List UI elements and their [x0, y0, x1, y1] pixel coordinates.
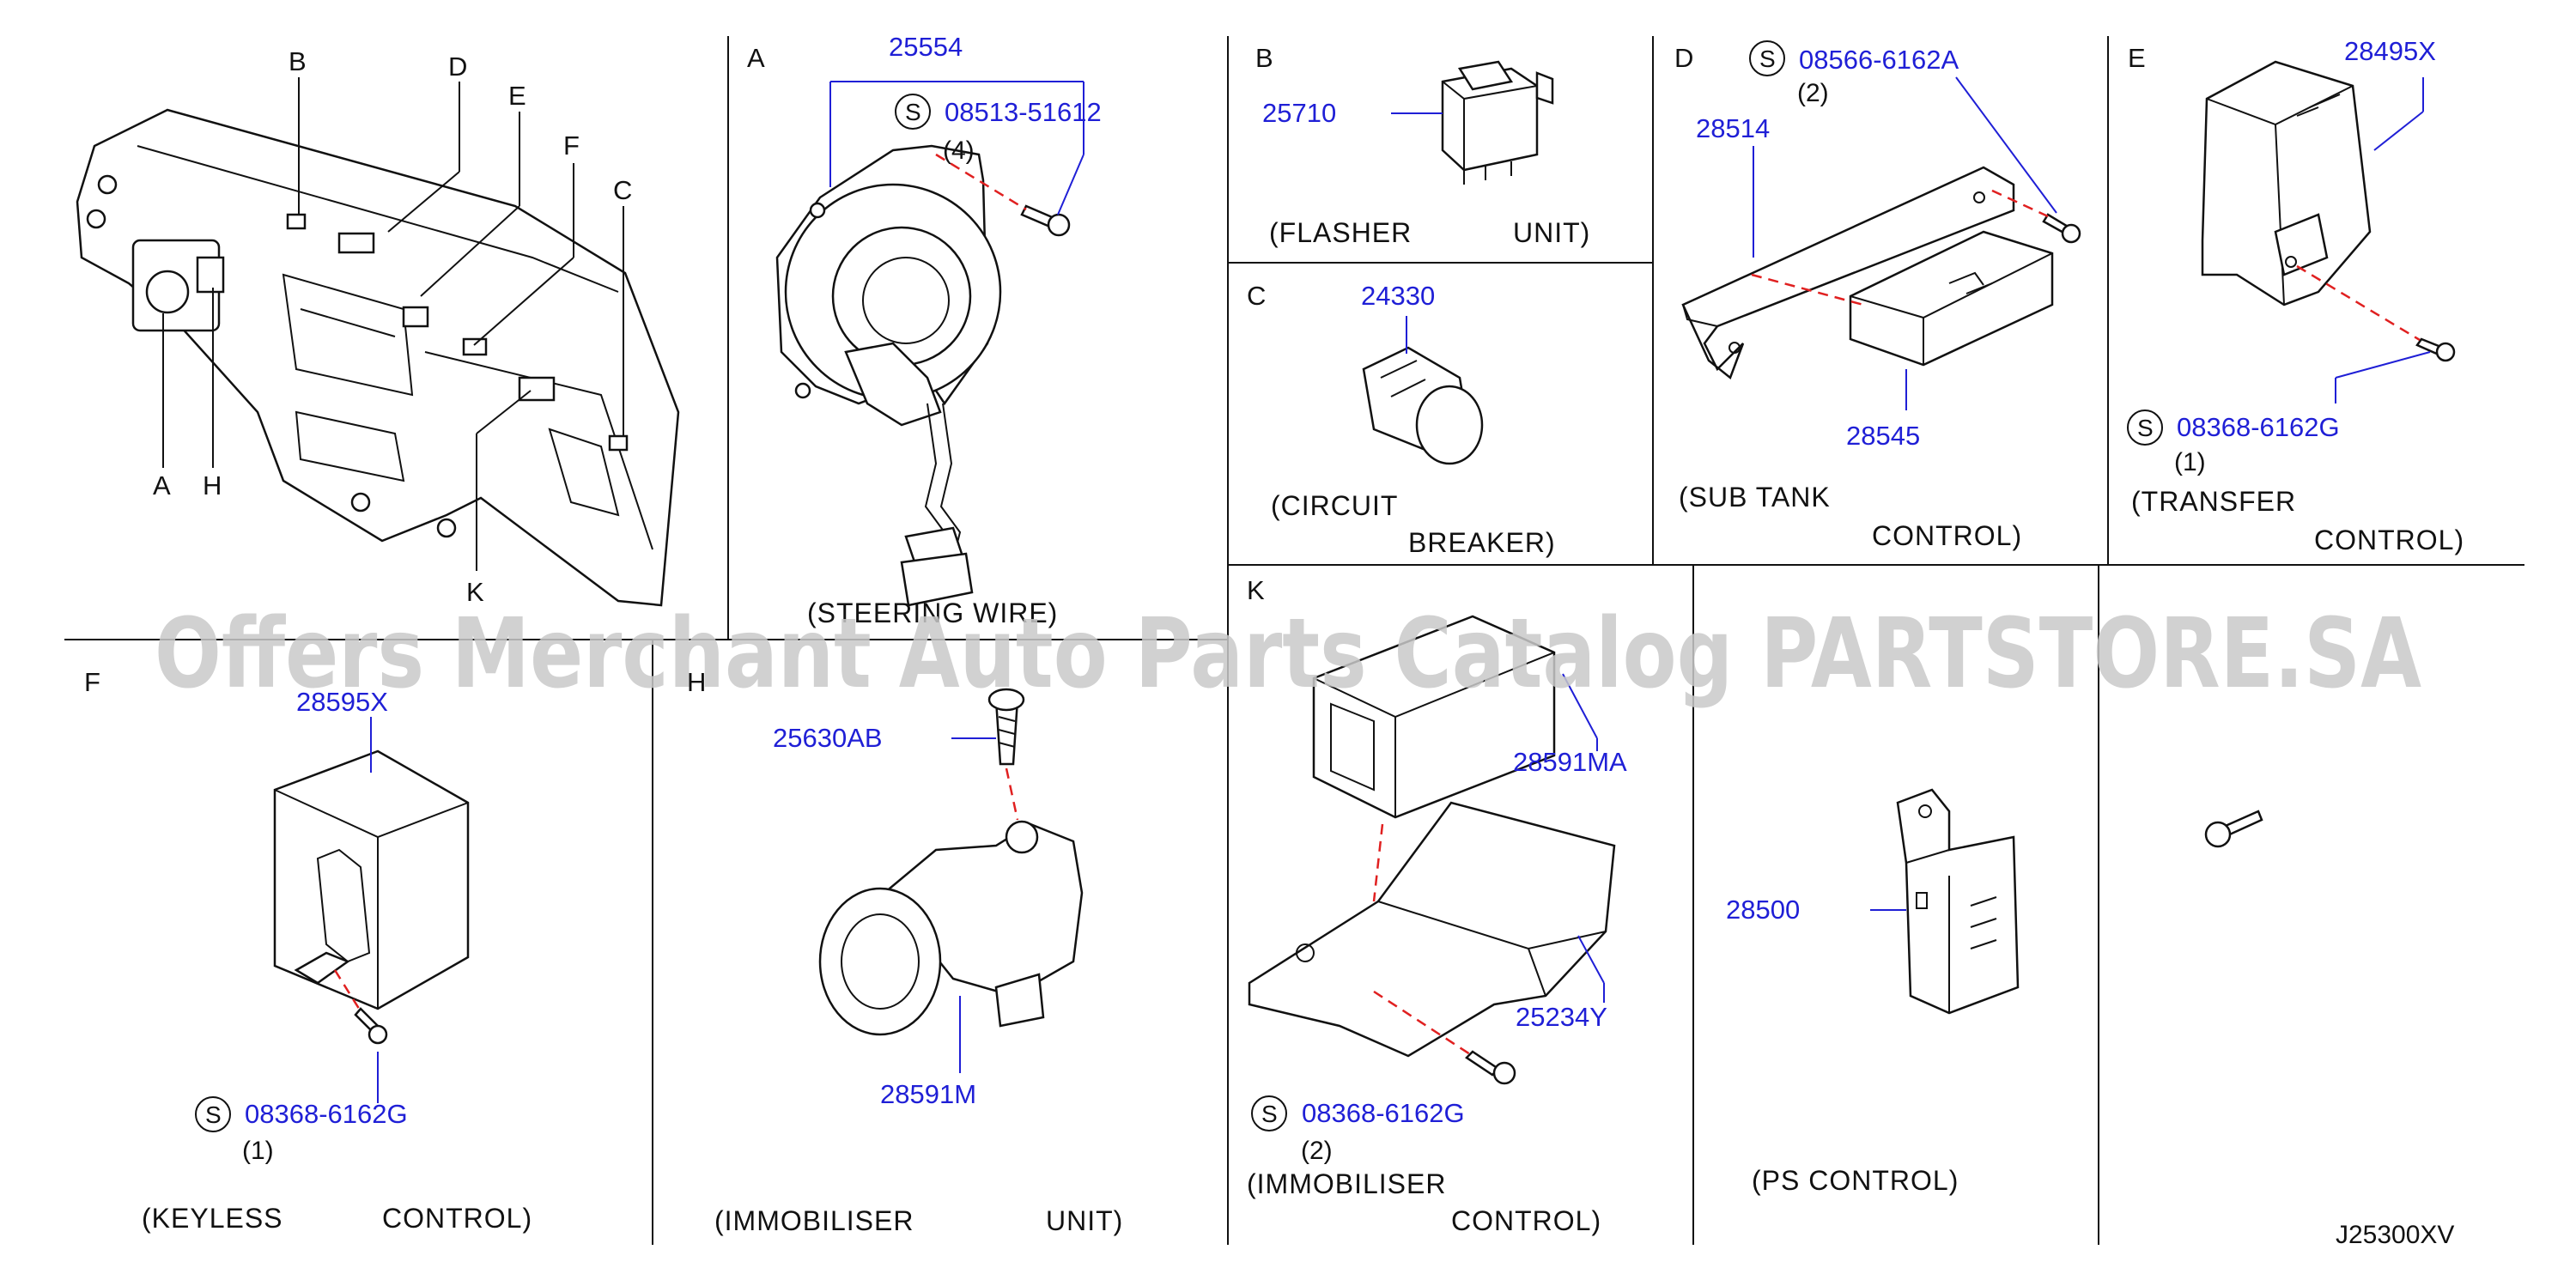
qty-e: (1) — [2174, 448, 2206, 476]
caption-flasher: (FLASHER — [1269, 217, 1412, 248]
section-letter-a: A — [747, 43, 765, 73]
ps-control-unit — [1896, 788, 2020, 1015]
section-letter-b: B — [1255, 43, 1273, 73]
part-number-25630AB[interactable]: 25630AB — [773, 723, 883, 753]
keyless-control-unit — [273, 749, 470, 1010]
overview-dashboard: B D E F C A H K — [76, 46, 680, 607]
steering-column-unit — [145, 270, 190, 314]
caption-keyless-control: CONTROL) — [382, 1203, 532, 1234]
caption-ps-control: (PS CONTROL) — [1752, 1165, 1959, 1196]
caption-sub-tank: (SUB TANK — [1679, 482, 1831, 513]
transfer-control-unit — [2201, 60, 2372, 306]
caption-immobiliser-control: CONTROL) — [1451, 1205, 1601, 1236]
caption-steering-wire: (STEERING WIRE) — [807, 598, 1058, 628]
breaker-cap — [1415, 385, 1484, 465]
immobiliser-overview — [196, 256, 225, 294]
overview-label-e: E — [508, 81, 526, 111]
qty-d: (2) — [1797, 79, 1829, 107]
caption-keyless: (KEYLESS — [142, 1203, 283, 1234]
section-d: D S 08566-6162A (2) 28514 28545 (SUB TAN… — [1674, 40, 2081, 551]
overview-label-a: A — [153, 470, 171, 500]
screw-08368-6162G-k — [1465, 1050, 1500, 1077]
flasher-unit-body — [1441, 67, 1539, 172]
steering-connector — [900, 552, 974, 607]
standard-symbol-s: S — [905, 99, 921, 125]
caption-breaker: BREAKER) — [1408, 527, 1556, 558]
caption-sub-tank-control: CONTROL) — [1872, 520, 2022, 551]
keyless-overview — [462, 337, 488, 356]
part-number-28514[interactable]: 28514 — [1696, 113, 1770, 143]
overview-label-d: D — [448, 52, 467, 82]
section-letter-e: E — [2128, 43, 2146, 73]
section-c: C 24330 (CIRCUIT BREAKER) — [1247, 281, 1556, 558]
part-number-08368-6162G-f[interactable]: 08368-6162G — [245, 1099, 408, 1129]
caption-immobiliser: (IMMOBILISER — [714, 1205, 914, 1236]
part-number-24330[interactable]: 24330 — [1361, 281, 1435, 311]
watermark-text: Offers Merchant Auto Parts Catalog PARTS… — [155, 598, 2421, 710]
standard-symbol-s: S — [205, 1101, 222, 1128]
part-number-28591M[interactable]: 28591M — [880, 1079, 976, 1109]
standard-part-symbol — [195, 1096, 231, 1132]
grid-lines — [64, 36, 2524, 1245]
standard-part-symbol — [1251, 1095, 1287, 1131]
section-e: E 28495X S 08368-6162G (1) (TRANSFER CON… — [2127, 36, 2464, 555]
section-letter-d: D — [1674, 43, 1693, 73]
subtank-overview — [337, 232, 375, 254]
part-number-28495X[interactable]: 28495X — [2344, 36, 2436, 66]
caption-transfer-control: CONTROL) — [2314, 525, 2464, 555]
section-h: H 25630AB 28591M (IMMOBILISER UNIT) — [687, 667, 1123, 1236]
section-letter-h: H — [687, 667, 706, 697]
standard-symbol-s: S — [2137, 415, 2154, 441]
qty-k: (2) — [1301, 1137, 1333, 1165]
part-number-08566-6162A[interactable]: 08566-6162A — [1799, 45, 1959, 75]
transfer-overview — [402, 306, 429, 328]
caption-circuit: (CIRCUIT — [1271, 490, 1398, 521]
breaker-overview — [608, 434, 629, 452]
standard-part-symbol — [895, 94, 931, 130]
section-f: F 28595X S 08368-6162G (1) (KEYLESS CONT… — [84, 667, 532, 1234]
sub-tank-control-unit — [1849, 230, 2054, 367]
part-number-25710[interactable]: 25710 — [1262, 98, 1336, 128]
section-a: A 25554 S 08513-51612 (4) (STEERING WIRE… — [747, 32, 1102, 628]
section-b: B 25710 (FLASHER UNIT) — [1255, 43, 1590, 248]
immobiliser-ring — [818, 887, 942, 1036]
part-number-28595X[interactable]: 28595X — [296, 687, 388, 717]
section-letter-f: F — [84, 667, 100, 697]
bracket-28514 — [1681, 166, 2015, 380]
overview-label-f: F — [563, 130, 580, 161]
caption-immobiliser-unit: UNIT) — [1046, 1205, 1123, 1236]
overview-label-k: K — [466, 577, 484, 607]
part-number-08368-6162G-e[interactable]: 08368-6162G — [2177, 412, 2340, 442]
flasher-overview — [286, 213, 307, 230]
caption-transfer: (TRANSFER — [2131, 486, 2296, 517]
part-number-25234Y[interactable]: 25234Y — [1516, 1002, 1607, 1032]
immob-control-overview — [518, 376, 556, 402]
qty-f: (1) — [242, 1137, 274, 1165]
standard-part-symbol — [2127, 410, 2163, 446]
part-number-28500[interactable]: 28500 — [1726, 895, 1800, 925]
section-letter-c: C — [1247, 281, 1266, 311]
section-ps: 28500 (PS CONTROL) — [1726, 788, 2020, 1196]
part-number-28591MA[interactable]: 28591MA — [1513, 747, 1627, 777]
dashboard-outline — [76, 108, 680, 607]
section-k: K 28591MA 25234Y S 08368-6162G (2) (IMMO… — [1247, 575, 1627, 1236]
overview-label-c: C — [613, 175, 632, 205]
overview-label-b: B — [289, 46, 307, 76]
part-number-08368-6162G-k[interactable]: 08368-6162G — [1302, 1098, 1465, 1128]
loose-screw — [2204, 810, 2263, 848]
standard-part-symbol — [1749, 40, 1785, 76]
part-number-28545[interactable]: 28545 — [1846, 421, 1920, 451]
standard-symbol-s: S — [1759, 46, 1776, 72]
part-number-25554[interactable]: 25554 — [889, 32, 963, 62]
standard-symbol-s: S — [1261, 1101, 1278, 1127]
caption-unit: UNIT) — [1513, 217, 1590, 248]
overview-label-h: H — [203, 470, 222, 500]
caption-immobiliser-k: (IMMOBILISER — [1247, 1168, 1446, 1199]
qty-a: (4) — [943, 136, 975, 165]
part-number-08513-51612[interactable]: 08513-51612 — [945, 97, 1102, 127]
section-letter-k: K — [1247, 575, 1265, 605]
diagram-code: J25300XV — [2336, 1221, 2454, 1249]
